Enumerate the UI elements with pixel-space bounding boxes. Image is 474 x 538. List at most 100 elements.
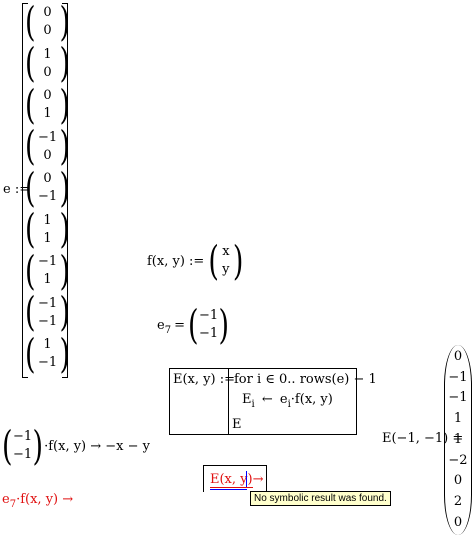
- e-vector-left-paren: (: [25, 40, 36, 87]
- e-vector-entry: 0: [43, 147, 52, 163]
- result-value-2: −1: [448, 390, 468, 406]
- e-vector-entries: 0−1: [36, 170, 60, 206]
- f-left-paren: (: [208, 237, 219, 285]
- text-cursor: [246, 471, 247, 487]
- e-vector-entry: −1: [37, 313, 58, 329]
- sym2-expression: ·f(x, y) →: [16, 492, 74, 507]
- e-vector-left-paren: (: [25, 289, 36, 336]
- sym1-vector: −1 −1: [13, 428, 33, 464]
- e-vector-entry: −1: [37, 355, 58, 370]
- e-vector-entry: 0: [43, 171, 52, 186]
- result-value-0: 0: [453, 349, 463, 364]
- f-right-paren: ): [232, 237, 244, 285]
- e7-subscript: 7: [164, 324, 172, 336]
- error-region[interactable]: E(x, y)→: [203, 465, 267, 492]
- e-vector-left-paren: (: [25, 330, 36, 378]
- f-label: f(x, y) :=: [147, 253, 205, 269]
- symbolic-eval-2[interactable]: e7·f(x, y) →: [2, 492, 74, 510]
- e-label: e :=: [3, 182, 31, 197]
- sym1-right-paren: ): [32, 422, 44, 470]
- e-vector-left-paren: (: [25, 81, 36, 129]
- selection-underline: [210, 489, 247, 490]
- e-vector-entry: 0: [43, 5, 52, 20]
- result-value-7: 2: [453, 493, 463, 509]
- e-vector-entry: 0: [43, 88, 52, 103]
- e-vector-entry: 1: [43, 272, 52, 287]
- f-vector: x y: [219, 243, 233, 279]
- result-label: E(−1, −1) =: [382, 431, 464, 446]
- e-vector-7: (−1−1): [25, 289, 70, 336]
- result-value-6: 0: [453, 473, 463, 489]
- e-vector-left-paren: (: [25, 247, 36, 295]
- result-values: 0 −1 −1 1 1 −2 0 2 0: [444, 347, 472, 533]
- e-vector-entry: 0: [43, 23, 52, 38]
- e-vector-right-paren: ): [59, 330, 71, 378]
- f-definition[interactable]: f(x, y) := ( x y ): [147, 238, 243, 285]
- e-right-bracket: [62, 3, 68, 378]
- result-value-5: −2: [448, 452, 468, 468]
- e-vector-0: (0 0): [25, 0, 71, 46]
- e-vector-entry: 1: [43, 46, 52, 62]
- program-line-for: for i ∈ 0.. rows(e) − 1: [234, 372, 377, 387]
- f-vector-x: x: [222, 244, 230, 259]
- e-vector-right-paren: ): [59, 164, 71, 212]
- e-vector-right-paren: ): [59, 206, 71, 253]
- result-evaluation[interactable]: E(−1, −1) = 0 −1 −1 1 1 −2 0 2 0: [382, 345, 472, 535]
- e-vector-entry: 1: [43, 337, 52, 352]
- e-vector-4: (0−1): [25, 164, 71, 212]
- e7-equals: =: [174, 317, 185, 333]
- e-vector-right-paren: ): [59, 81, 71, 129]
- e7-vector-0: −1: [198, 308, 219, 323]
- e-vector-left-paren: (: [25, 206, 36, 253]
- e-vector-left-paren: (: [25, 164, 36, 212]
- e-vector-right-paren: ): [59, 40, 71, 87]
- e-vector-entry: 1: [43, 212, 52, 228]
- program-line-return: E: [232, 417, 242, 432]
- program-line-assign: Ei ← ei·f(x, y): [242, 392, 333, 410]
- e-vector-right-paren: ): [59, 0, 71, 46]
- e7-left-paren: (: [187, 301, 199, 349]
- e-vector-entry: 1: [43, 106, 52, 121]
- program-label: E(x, y) :=: [173, 372, 235, 387]
- result-value-8: 0: [453, 514, 463, 530]
- e-vector-entry: −1: [37, 254, 58, 269]
- e-vector-right-paren: ): [59, 123, 71, 170]
- e-vector-entry: 1: [43, 230, 52, 246]
- e-vector-entries: 1−1: [36, 336, 60, 372]
- e-vector-left-paren: (: [25, 123, 36, 170]
- result-vector: [444, 345, 472, 535]
- result-value-1: −1: [448, 369, 468, 385]
- e-vector-entry: −1: [37, 295, 58, 311]
- e7-vector-1: −1: [198, 326, 219, 341]
- e-vector-left-paren: (: [25, 0, 36, 46]
- e-vector-8: (1−1): [25, 330, 71, 378]
- e-left-bracket: [22, 3, 28, 378]
- e-vector-entry: 0: [43, 64, 52, 80]
- sym1-expression: ·f(x, y) → −x − y: [44, 438, 151, 454]
- result-value-3: 1: [453, 411, 463, 427]
- error-expression: E(x, y)→: [210, 472, 264, 488]
- program-bar: [228, 369, 229, 434]
- e7-vector: −1 −1: [199, 307, 219, 343]
- result-value-4: 1: [453, 431, 463, 447]
- e7-right-paren: ): [218, 301, 230, 349]
- e7-label: e7: [157, 317, 172, 336]
- e-vector-entry: −1: [37, 129, 58, 145]
- program-region[interactable]: E(x, y) := for i ∈ 0.. rows(e) − 1 Ei ← …: [169, 368, 377, 435]
- error-tooltip: No symbolic result was found.: [250, 491, 391, 506]
- symbolic-eval-1[interactable]: ( −1 −1 ) ·f(x, y) → −x − y: [2, 423, 151, 470]
- e7-evaluation[interactable]: e7 = ( −1 −1 ): [157, 302, 229, 349]
- sym1-vector-0: −1: [12, 429, 33, 444]
- sym1-left-paren: (: [2, 422, 13, 470]
- sym1-vector-1: −1: [12, 447, 33, 462]
